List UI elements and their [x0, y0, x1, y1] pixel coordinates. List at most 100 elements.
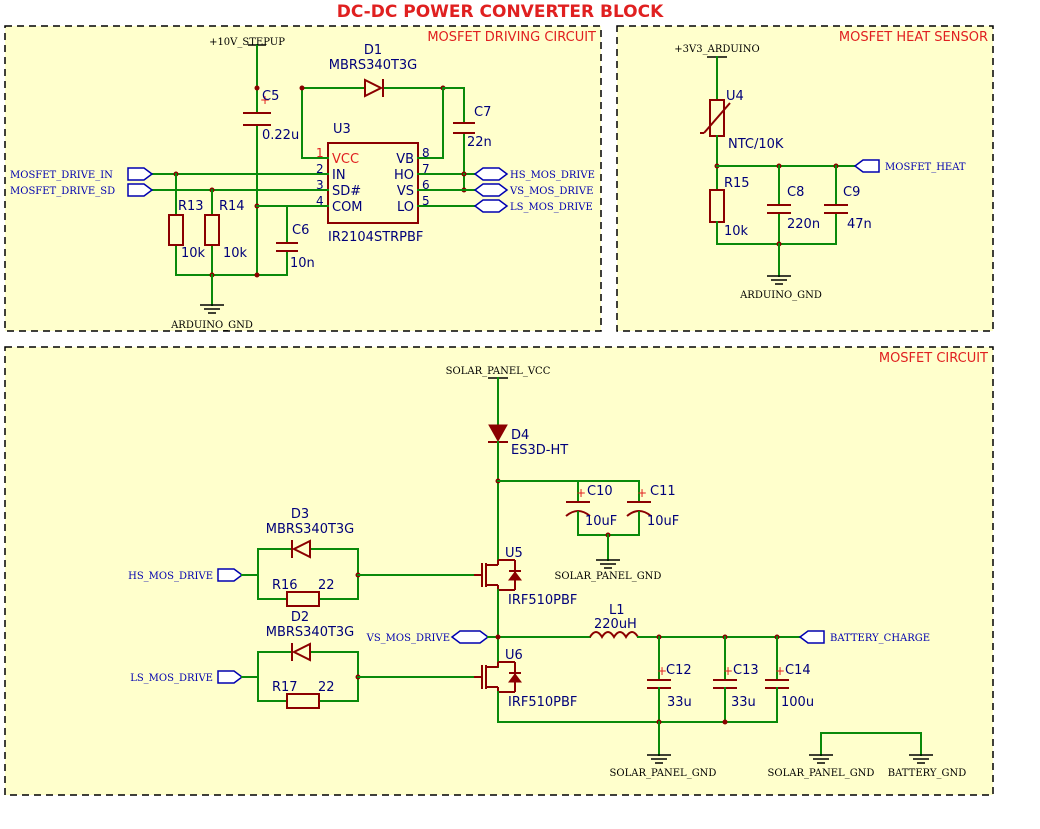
d1-diode[interactable]: D1 MBRS340T3G [329, 43, 418, 98]
r17-value: 22 [318, 680, 335, 695]
port-mosfet-drive-sd[interactable]: MOSFET_DRIVE_SD [10, 183, 154, 197]
c13-ref: C13 [733, 663, 759, 678]
c11-capacitor[interactable]: + C11 10uF [626, 484, 679, 529]
r13-resistor[interactable]: R13 10k [168, 199, 206, 261]
c5-capacitor[interactable]: + C5 0.22u [243, 89, 299, 143]
r15-ref: R15 [724, 176, 750, 191]
net-label-solar-gnd-2: SOLAR_PANEL_GND [610, 768, 717, 779]
u3-ic[interactable]: U3 IR2104STRPBF 1 2 3 4 VCC IN SD# COM 8… [149, 122, 476, 245]
port-mosfet-heat[interactable]: MOSFET_HEAT [853, 159, 966, 173]
port-ls-mos-drive[interactable]: LS_MOS_DRIVE [130, 670, 244, 684]
c13-value: 33u [731, 695, 756, 710]
section-label-heat: MOSFET HEAT SENSOR [839, 30, 988, 45]
u3-part: IR2104STRPBF [328, 230, 423, 245]
ground-symbol-battery [909, 754, 933, 764]
svg-text:6: 6 [422, 178, 430, 192]
u5-ref: U5 [505, 546, 523, 561]
net-label-solar-gnd-1: SOLAR_PANEL_GND [555, 571, 662, 582]
c14-capacitor[interactable]: + C14 100u [765, 663, 814, 710]
c7-value: 22n [467, 135, 492, 150]
r13-value: 10k [181, 246, 206, 261]
svg-text:HO: HO [394, 168, 414, 183]
svg-text:7: 7 [422, 162, 430, 176]
svg-text:1: 1 [316, 146, 324, 160]
d2-value: MBRS340T3G [266, 625, 355, 640]
r16-ref: R16 [272, 578, 298, 593]
svg-text:BATTERY_CHARGE: BATTERY_CHARGE [830, 633, 930, 644]
c12-ref: C12 [666, 663, 692, 678]
svg-text:HS_MOS_DRIVE: HS_MOS_DRIVE [128, 571, 213, 582]
svg-text:VS_MOS_DRIVE: VS_MOS_DRIVE [366, 633, 450, 644]
port-hs-mos-drive-top[interactable]: HS_MOS_DRIVE [473, 167, 595, 181]
c5-ref: C5 [262, 89, 279, 104]
svg-text:LS_MOS_DRIVE: LS_MOS_DRIVE [510, 202, 593, 213]
section-label-driving: MOSFET DRIVING CIRCUIT [427, 30, 596, 45]
c7-capacitor[interactable]: C7 22n [453, 105, 492, 150]
net-label-10v: +10V_STEPUP [209, 37, 285, 48]
r14-resistor[interactable]: R14 10k [204, 199, 248, 261]
u4-value: NTC/10K [728, 137, 784, 152]
d1-value: MBRS340T3G [329, 58, 418, 73]
c9-capacitor[interactable]: C9 47n [824, 185, 872, 232]
c12-value: 33u [667, 695, 692, 710]
u3-ref: U3 [333, 122, 351, 137]
r16-resistor[interactable]: R16 22 [272, 578, 335, 607]
ground-symbol-arduino-1 [200, 304, 224, 314]
svg-text:+: + [576, 486, 586, 500]
d4-value: ES3D-HT [511, 443, 568, 458]
net-label-solar-vcc: SOLAR_PANEL_VCC [446, 366, 551, 377]
l1-ref: L1 [609, 603, 625, 618]
u5-mosfet[interactable]: U5 IRF510PBF [474, 546, 577, 608]
l1-inductor[interactable]: L1 220uH [589, 603, 639, 639]
c8-capacitor[interactable]: C8 220n [767, 185, 820, 232]
svg-text:MOSFET_DRIVE_SD: MOSFET_DRIVE_SD [10, 186, 115, 197]
port-battery-charge[interactable]: BATTERY_CHARGE [798, 630, 930, 644]
svg-text:2: 2 [316, 162, 324, 176]
ground-symbol-solar-1 [596, 559, 620, 569]
r15-value: 10k [724, 224, 749, 239]
svg-text:LO: LO [397, 200, 414, 215]
port-ls-mos-drive-top[interactable]: LS_MOS_DRIVE [473, 199, 593, 213]
svg-text:VS_MOS_DRIVE: VS_MOS_DRIVE [509, 186, 593, 197]
page-title: DC-DC POWER CONVERTER BLOCK [337, 2, 664, 22]
svg-text:MOSFET_HEAT: MOSFET_HEAT [885, 162, 966, 173]
svg-text:+: + [657, 664, 667, 678]
c6-value: 10n [290, 256, 315, 271]
port-mosfet-drive-in[interactable]: MOSFET_DRIVE_IN [10, 167, 154, 181]
svg-text:8: 8 [422, 146, 430, 160]
svg-text:+: + [775, 664, 785, 678]
r17-resistor[interactable]: R17 22 [272, 680, 335, 709]
c13-capacitor[interactable]: + C13 33u [713, 663, 759, 710]
c6-ref: C6 [292, 223, 309, 238]
u5-value: IRF510PBF [508, 593, 577, 608]
port-vs-mos-drive[interactable]: VS_MOS_DRIVE [366, 630, 490, 644]
d4-diode[interactable]: D4 ES3D-HT [488, 424, 568, 458]
c10-ref: C10 [587, 484, 613, 499]
l1-value: 220uH [594, 617, 637, 632]
c12-capacitor[interactable]: + C12 33u [647, 663, 692, 710]
c10-value: 10uF [585, 514, 617, 529]
svg-text:SD#: SD# [332, 184, 361, 199]
net-label-arduino-gnd-1: ARDUINO_GND [170, 320, 253, 331]
c14-value: 100u [781, 695, 814, 710]
port-hs-mos-drive[interactable]: HS_MOS_DRIVE [128, 568, 244, 582]
d2-diode[interactable]: D2 MBRS340T3G [266, 610, 355, 662]
d3-ref: D3 [291, 507, 309, 522]
svg-text:+: + [260, 93, 270, 107]
svg-text:LS_MOS_DRIVE: LS_MOS_DRIVE [130, 673, 213, 684]
d3-diode[interactable]: D3 MBRS340T3G [266, 507, 355, 559]
r15-resistor[interactable]: R15 10k [709, 176, 750, 239]
port-vs-mos-drive-top[interactable]: VS_MOS_DRIVE [473, 183, 593, 197]
svg-text:+: + [637, 486, 647, 500]
c6-capacitor[interactable]: C6 10n [276, 223, 315, 271]
svg-text:VB: VB [396, 152, 414, 167]
svg-text:3: 3 [316, 178, 324, 192]
net-label-3v3: +3V3_ARDUINO [674, 44, 759, 55]
svg-text:VS: VS [397, 184, 414, 199]
d3-value: MBRS340T3G [266, 522, 355, 537]
net-label-battery-gnd: BATTERY_GND [888, 768, 966, 779]
svg-text:VCC: VCC [332, 152, 359, 167]
ground-symbol-solar-2 [647, 754, 671, 764]
c10-capacitor[interactable]: + C10 10uF [565, 484, 617, 529]
net-label-arduino-gnd-2: ARDUINO_GND [739, 290, 822, 301]
